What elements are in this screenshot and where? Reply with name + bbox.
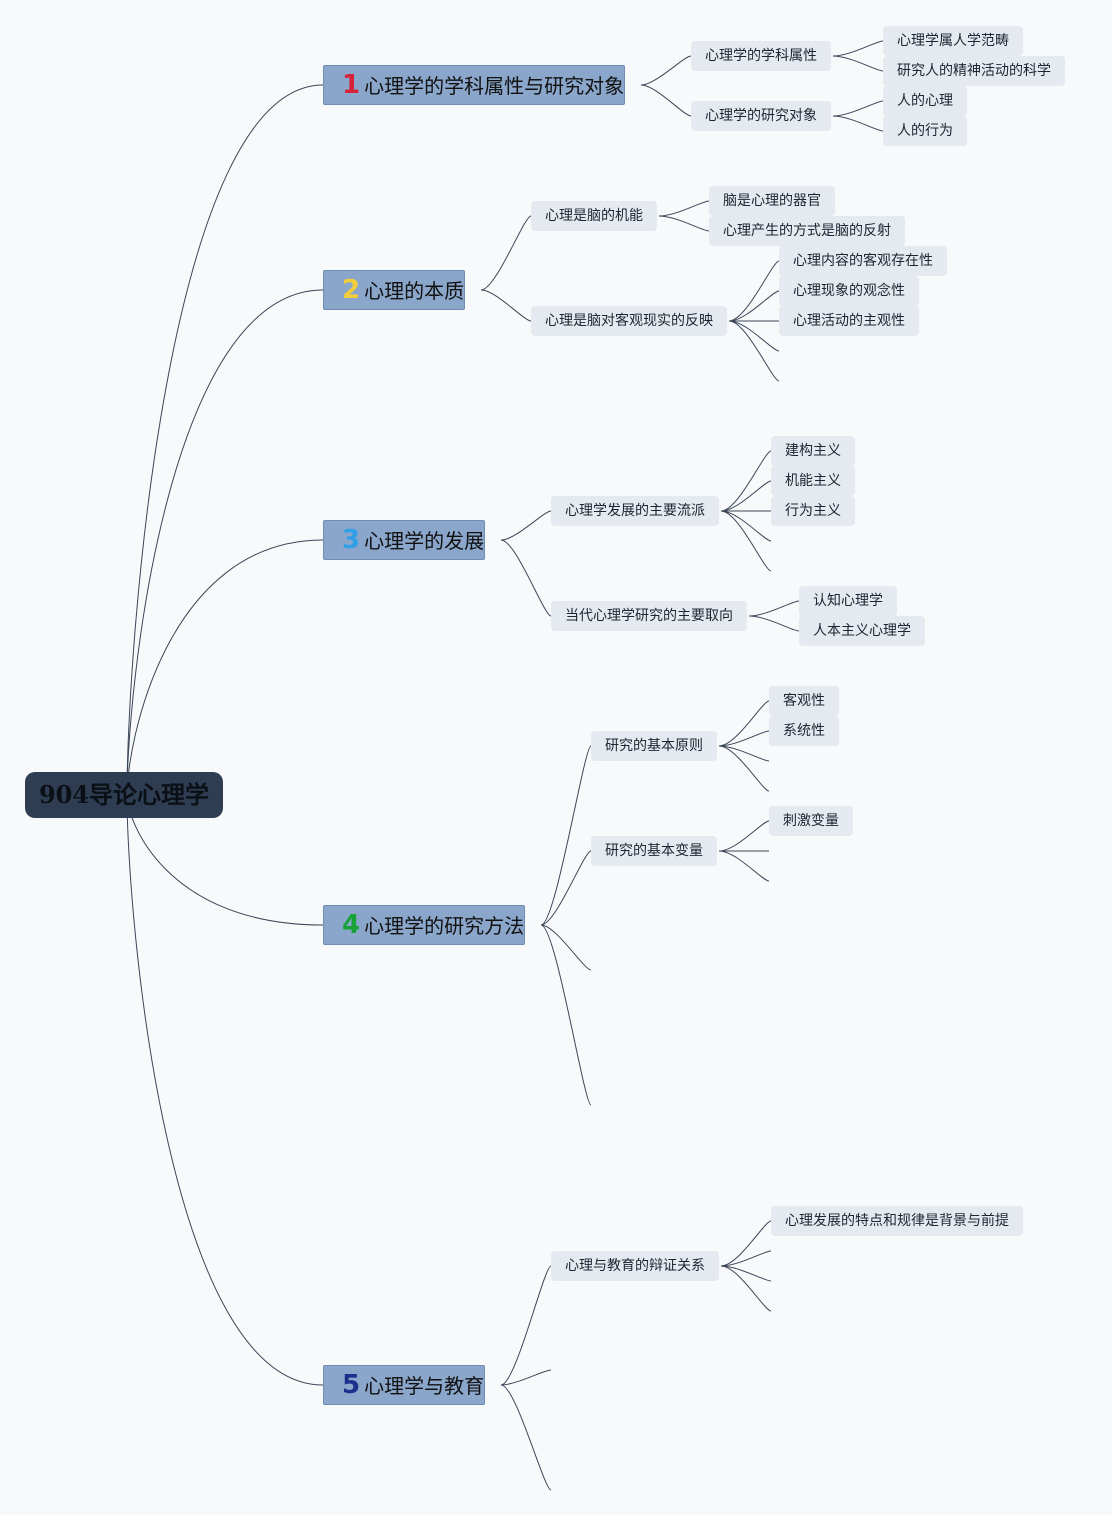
main-topic-label: 心理学与教育 (364, 1374, 485, 1398)
connector-line (832, 40, 884, 57)
subtopic[interactable]: 心理学的研究对象 (691, 101, 831, 131)
connector-line (832, 100, 884, 117)
main-topic-label: 心理学的发展 (364, 529, 485, 553)
leaf-topic[interactable]: 机能主义 (771, 466, 855, 496)
connector-line (832, 55, 884, 72)
connector-line (500, 1369, 552, 1386)
connector-line (540, 924, 592, 971)
subtopic[interactable]: 心理学发展的主要流派 (551, 496, 719, 526)
connector-line (728, 320, 780, 382)
leaf-topic[interactable]: 心理产生的方式是脑的反射 (709, 216, 905, 246)
connector-line (540, 924, 592, 1106)
main-topic-label: 心理学的研究方法 (364, 914, 525, 938)
subtopic[interactable]: 研究的基本变量 (591, 836, 717, 866)
connector-line (720, 510, 772, 572)
connector-line (540, 745, 592, 926)
main-topic-label: 心理学的学科属性与研究对象 (364, 74, 625, 98)
connector-line (720, 510, 772, 542)
leaf-topic[interactable]: 心理发展的特点和规律是背景与前提 (771, 1206, 1023, 1236)
connector-line (640, 55, 692, 86)
leaf-topic[interactable]: 系统性 (769, 716, 839, 746)
connector-line (500, 1265, 552, 1386)
connector-line (720, 1265, 772, 1312)
connector-line (748, 615, 800, 632)
leaf-topic[interactable]: 人的心理 (883, 86, 967, 116)
leaf-topic[interactable]: 建构主义 (771, 436, 855, 466)
subtopic[interactable]: 心理是脑对客观现实的反映 (531, 306, 727, 336)
leaf-topic[interactable]: 认知心理学 (799, 586, 897, 616)
connector-line (500, 1384, 552, 1491)
connector-line (720, 480, 772, 512)
connector-line (480, 215, 532, 291)
number-5-icon: 5 (342, 1370, 361, 1400)
number-3-icon: 3 (342, 525, 361, 555)
connector-line (728, 320, 780, 352)
main-topic-label: 心理的本质 (364, 279, 465, 303)
connector-line (126, 794, 324, 1386)
connector-line (720, 450, 772, 512)
subtopic[interactable]: 心理与教育的辩证关系 (551, 1251, 719, 1281)
connector-line (832, 115, 884, 132)
number-2-icon: 2 (342, 275, 361, 305)
leaf-topic[interactable]: 人的行为 (883, 116, 967, 146)
connector-line (728, 260, 780, 322)
subtopic[interactable]: 研究的基本原则 (591, 731, 717, 761)
leaf-topic[interactable]: 行为主义 (771, 496, 855, 526)
connector-line (540, 850, 592, 926)
connector-line (720, 1250, 772, 1267)
connector-line (126, 84, 324, 796)
connector-line (718, 700, 770, 747)
connector-line (720, 1220, 772, 1267)
leaf-topic[interactable]: 脑是心理的器官 (709, 186, 835, 216)
leaf-topic[interactable]: 人本主义心理学 (799, 616, 925, 646)
connector-line (718, 745, 770, 792)
connector-line (718, 850, 770, 882)
leaf-topic[interactable]: 心理学属人学范畴 (883, 26, 1023, 56)
subtopic[interactable]: 心理是脑的机能 (531, 201, 657, 231)
connector-line (658, 200, 710, 217)
leaf-topic[interactable]: 研究人的精神活动的科学 (883, 56, 1065, 86)
number-1-icon: 1 (342, 70, 361, 100)
leaf-topic[interactable]: 心理现象的观念性 (779, 276, 919, 306)
leaf-topic[interactable]: 心理活动的主观性 (779, 306, 919, 336)
connector-line (480, 289, 532, 322)
subtopic[interactable]: 心理学的学科属性 (691, 41, 831, 71)
connector-line (500, 539, 552, 617)
connector-line (500, 510, 552, 541)
connector-line (728, 290, 780, 322)
connector-line (718, 730, 770, 747)
leaf-topic[interactable]: 心理内容的客观存在性 (779, 246, 947, 276)
root-topic[interactable]: 904导论心理学 (25, 772, 223, 818)
connector-line (718, 820, 770, 852)
leaf-topic[interactable]: 刺激变量 (769, 806, 853, 836)
connector-line (658, 215, 710, 232)
subtopic[interactable]: 当代心理学研究的主要取向 (551, 601, 747, 631)
leaf-topic[interactable]: 客观性 (769, 686, 839, 716)
connector-line (126, 539, 324, 796)
connector-line (748, 600, 800, 617)
connector-line (126, 289, 324, 796)
connector-line (640, 84, 692, 117)
number-4-icon: 4 (342, 910, 361, 940)
